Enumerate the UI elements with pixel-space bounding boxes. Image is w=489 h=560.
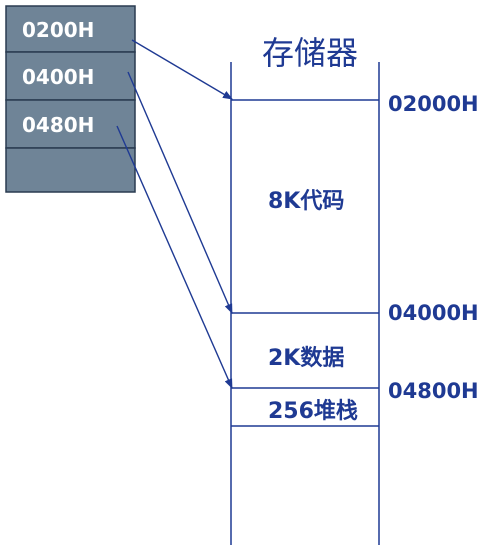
memory-column — [230, 62, 380, 545]
segment-value-1: 0200H — [22, 18, 94, 42]
segment-cell-1 — [5, 5, 136, 53]
arrow-0480H-to-04800H — [116, 125, 233, 389]
arrow-0400H-to-04000H — [127, 71, 233, 314]
segment-cell-3 — [5, 99, 136, 149]
region-label-stack: 256堆栈 — [268, 399, 358, 424]
arrow-0200H-to-02000H — [131, 39, 233, 100]
segment-register-table: 0200H 0400H 0480H — [5, 5, 136, 193]
segment-cell-4 — [5, 147, 136, 193]
memory-title: 存储器 — [262, 34, 358, 72]
segment-cell-2 — [5, 51, 136, 101]
segment-value-3: 0480H — [22, 113, 94, 137]
mapping-arrows — [116, 39, 233, 389]
address-label-04000H: 04000H — [388, 301, 479, 325]
region-label-code: 8K代码 — [268, 189, 344, 214]
address-label-02000H: 02000H — [388, 92, 479, 116]
region-label-data: 2K数据 — [268, 345, 344, 371]
segment-value-2: 0400H — [22, 65, 94, 89]
address-label-04800H: 04800H — [388, 379, 479, 403]
